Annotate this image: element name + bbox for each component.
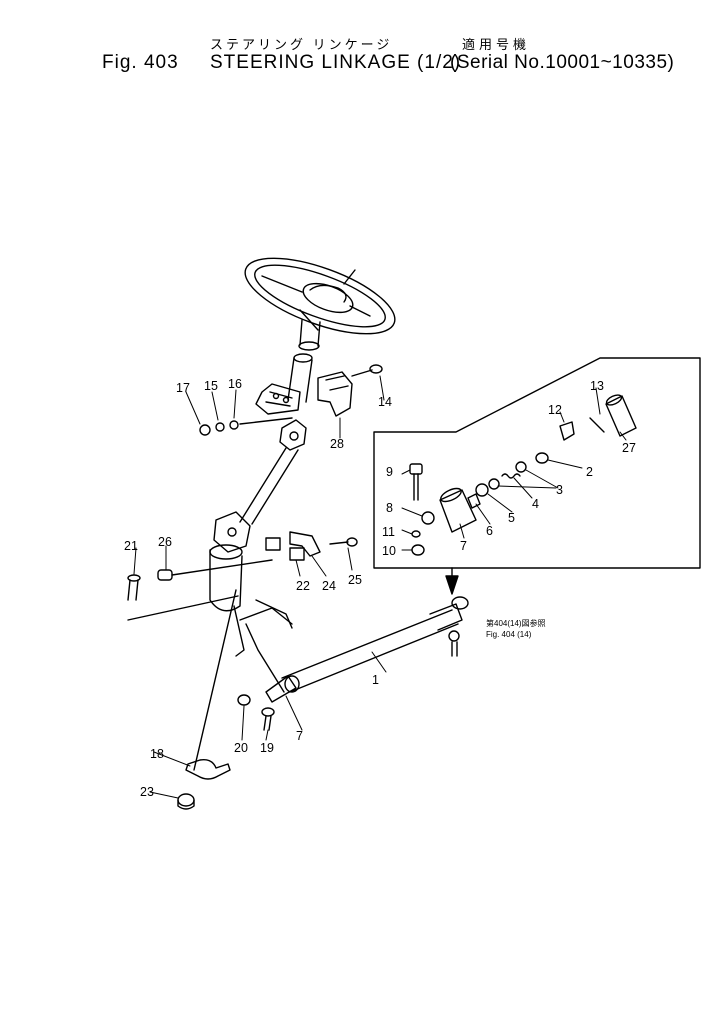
column-bracket [255, 383, 301, 415]
detail-parts [409, 394, 637, 556]
bolt-25 [329, 537, 358, 547]
steering-gear-box [209, 544, 293, 693]
page-title: STEERING LINKAGE (1/2) [210, 52, 462, 73]
leader-18 [193, 589, 237, 771]
detail-pointer-arrow [445, 575, 459, 595]
callout-13: 13 [590, 379, 604, 393]
bracket-28 [317, 371, 353, 417]
serial-label-japanese: 適用号機 [462, 37, 531, 52]
steering-wheel [244, 257, 396, 335]
bolt-21 [127, 574, 141, 601]
callout-23: 23 [140, 785, 154, 799]
nut-23 [177, 793, 195, 810]
plate-22 [265, 537, 305, 561]
callout-2: 2 [586, 465, 593, 479]
callout-27: 27 [622, 441, 636, 455]
callout-16: 16 [228, 377, 242, 391]
pitman-arm [265, 675, 297, 703]
callout-22: 22 [296, 579, 310, 593]
reference-figure: Fig. 404 (14) [486, 630, 532, 639]
leader-16 [239, 417, 293, 425]
callout-8: 8 [386, 501, 393, 515]
plate-24 [289, 531, 321, 557]
upper-universal-joint [279, 419, 307, 451]
callout-24: 24 [322, 579, 336, 593]
ball-stud [448, 630, 460, 657]
leader-26 [171, 559, 273, 576]
callout-11: 11 [382, 525, 395, 539]
steering-column [287, 319, 321, 403]
clamp-18 [185, 758, 231, 780]
callout-numbers: 17 15 16 14 28 13 12 27 2 3 4 5 6 7 9 8 … [124, 377, 636, 799]
callout-10: 10 [382, 544, 396, 558]
figure-label: Fig. 403 [102, 52, 179, 73]
lower-universal-joint [213, 511, 251, 553]
cap-26 [157, 569, 173, 581]
nut-20 [237, 694, 251, 706]
washer-15 [215, 422, 225, 432]
callout-3: 3 [556, 483, 563, 497]
callout-15: 15 [204, 379, 218, 393]
detail-inset-frame [373, 357, 701, 569]
callout-5: 5 [508, 511, 515, 525]
title-japanese: ステアリング リンケージ [210, 37, 393, 52]
callout-9: 9 [386, 465, 393, 479]
washer-16 [229, 420, 239, 430]
callout-leaders [133, 375, 627, 799]
drag-link-1 [281, 596, 469, 693]
callout-21: 21 [124, 539, 138, 553]
callout-14: 14 [378, 395, 392, 409]
callout-17: 17 [176, 381, 190, 395]
leader-21 [127, 595, 239, 621]
callout-26: 26 [158, 535, 172, 549]
serial-range: (Serial No.10001~10335) [450, 52, 675, 73]
callout-20: 20 [234, 741, 248, 755]
callout-18: 18 [150, 747, 164, 761]
nut-17 [199, 424, 211, 436]
callout-19: 19 [260, 741, 274, 755]
callout-28: 28 [330, 437, 344, 451]
callout-1: 1 [372, 673, 379, 687]
callout-7: 7 [296, 729, 303, 743]
callout-25: 25 [348, 573, 362, 587]
callout-12: 12 [548, 403, 562, 417]
intermediate-shaft [239, 447, 299, 525]
reference-japanese: 第404(14)図参照 [486, 618, 546, 628]
bolt-14 [351, 364, 383, 377]
callout-6: 6 [486, 524, 493, 538]
callout-4: 4 [532, 497, 539, 511]
bolt-19 [261, 707, 275, 731]
callout-7-detail: 7 [460, 539, 467, 553]
